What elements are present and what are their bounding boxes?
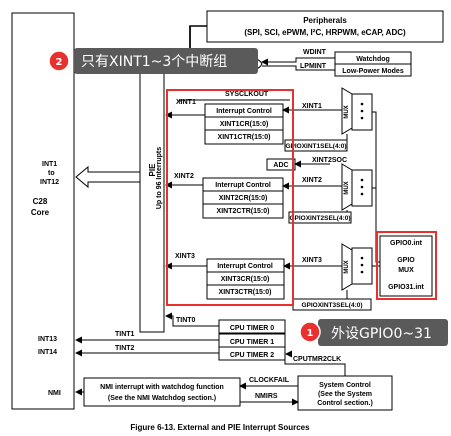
nmi-interrupt-block [83, 377, 241, 407]
core-sub: Core [31, 208, 50, 217]
wdint-label: WDINT [303, 49, 327, 56]
xint3-ctrl-label: Interrupt Control [217, 263, 273, 270]
cpu-timer0-label: CPU TIMER 0 [230, 325, 274, 332]
callout2-badge [48, 50, 70, 72]
tint2-label: TINT2 [115, 345, 135, 352]
core-name: C28 [33, 197, 48, 206]
cputmr2clk-label: CPUTMR2CLK [293, 356, 341, 363]
peripherals-block [206, 10, 444, 43]
c28-core-block [11, 12, 75, 410]
nmirs-label: NMIRS [255, 393, 278, 400]
xint1-label-left: XINT1 [176, 99, 196, 106]
pie-sub: Up to 96 Interrupts [156, 147, 163, 209]
gpio-mux-label2: MUX [398, 267, 414, 274]
xint2cr-label: XINT2CR(15:0) [219, 195, 268, 202]
tint1-label: TINT1 [115, 331, 135, 338]
cpu-timer2-label: CPU TIMER 2 [230, 352, 274, 359]
xint2ctr-label: XINT2CTR(15:0) [217, 208, 270, 215]
xint3cr-label: XINT3CR(15:0) [221, 276, 270, 283]
low-power-label: Low-Power Modes [342, 68, 404, 75]
system-control-line1: System Control [319, 382, 371, 389]
xint2-ctrl-block [202, 177, 284, 219]
pie-to-core-arrow [75, 165, 141, 189]
figure-caption: Figure 6-13. External and PIE Interrupt … [130, 423, 310, 432]
callout1-badge [299, 321, 321, 343]
system-control-line2: (See the System [318, 391, 372, 398]
peripherals-list: (SPI, SCI, ePWM, I²C, HRPWM, eCAP, ADC) [244, 28, 406, 37]
xint2-ctrl-label: Interrupt Control [215, 182, 271, 189]
gpio0-label: GPIO0.int [390, 240, 423, 247]
callout1-number: 1 [307, 328, 314, 339]
xint-highlight-box [166, 89, 294, 306]
pie-name: PIE [148, 163, 157, 177]
xint3-label-right: XINT3 [302, 257, 322, 264]
clockfail-label: CLOCKFAIL [249, 377, 290, 384]
watchdog-label: Watchdog [356, 56, 390, 63]
xint1-ctrl-label: Interrupt Control [216, 108, 272, 115]
system-control-line3: Control section.) [317, 400, 373, 407]
adc-label: ADC [273, 162, 288, 169]
cpu-timer1-label: CPU TIMER 1 [230, 339, 274, 346]
gpioxint2sel-label: GPIOXINT2SEL(4:0) [289, 215, 350, 222]
peripherals-title: Peripherals [303, 16, 347, 25]
cpu-timer0-block [218, 319, 286, 334]
int13-label: INT13 [38, 336, 57, 343]
xint1-ctrl-block [204, 103, 284, 145]
xint2-label-right: XINT2 [302, 177, 322, 184]
gpioxint2sel-block [288, 211, 352, 224]
int14-label: INT14 [38, 349, 57, 356]
gpio-mux-label1: GPIO [397, 257, 415, 264]
callout2-number: 2 [56, 57, 63, 68]
mux3-label: MUX [344, 260, 350, 273]
mux2-label: MUX [344, 181, 350, 194]
xint2soc-label: XINT2SOC [312, 157, 347, 164]
gpio31-label: GPIO31.int [388, 284, 424, 291]
gpioxint3sel-label: GPIOXINT3SEL(4:0) [301, 302, 362, 309]
mux1-label: MUX [344, 105, 350, 118]
xint3-ctrl-block [206, 258, 285, 300]
callout1-text: 外设GPIO0~31 [331, 326, 432, 342]
nmi-interrupt-line2: (See the NMI Watchdog section.) [108, 395, 216, 402]
xint3ctr-label: XINT3CTR(15:0) [219, 289, 272, 296]
callout2-bg [74, 48, 258, 74]
nmi-label: NMI [48, 390, 61, 397]
xint2-label-left: XINT2 [174, 173, 194, 180]
sysclkout-label: SYSCLKOUT [225, 91, 269, 98]
xint3-label-left: XINT3 [175, 253, 195, 260]
gpio-highlight-box [376, 231, 437, 300]
callout2-text: 只有XINT1~3个中断组 [81, 54, 227, 70]
xint1cr-label: XINT1CR(15:0) [220, 121, 269, 128]
system-control-block [297, 375, 393, 411]
tint0-label: TINT0 [176, 317, 196, 324]
callout1-bg [318, 319, 448, 346]
nmi-interrupt-line1: NMI interrupt with watchdog function [100, 384, 224, 391]
gpioxint1sel-label: GPIOXINT1SEL(4:0) [285, 143, 346, 150]
lpmint-label: LPMINT [300, 63, 327, 70]
xint1-label-right: XINT1 [302, 103, 322, 110]
gpio-mux-block [379, 235, 433, 297]
gpioxint1sel-block [284, 139, 348, 152]
xint1ctr-label: XINT1CTR(15:0) [218, 134, 271, 141]
